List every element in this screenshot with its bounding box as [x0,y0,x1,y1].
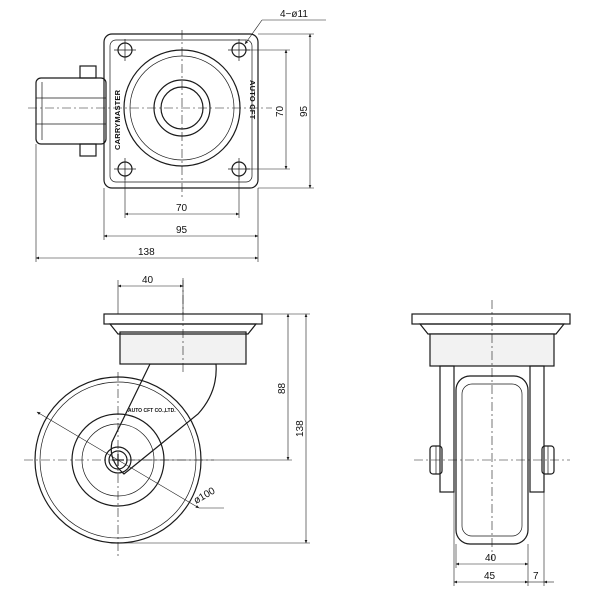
fork-marking: AUTO CFT CO.,LTD. [128,408,176,414]
dim-hub-protrusion: 7 [533,571,539,582]
top-plate [103,33,259,189]
top-view-wheel [35,65,107,157]
front-fork-leg-left [439,365,455,493]
dim-axle-height: 88 [277,382,288,394]
hole-callout: 4−ø11 [280,9,308,20]
dim-offset: 40 [142,275,154,286]
brand-label-right: AUTO CFT [248,80,257,120]
dim-plate-horizontal: 95 [176,225,188,236]
dim-fork-width: 45 [484,571,496,582]
brand-label-left: CARRYMASTER [113,89,122,150]
side-view: AUTO CFT CO.,LTD. 40 88 138 ø100 [24,275,310,556]
dim-overall-length: 138 [138,247,155,258]
dim-wheel-width: 40 [485,553,497,564]
dim-overall-height: 138 [295,420,306,437]
front-view: 40 45 7 [411,300,571,586]
front-fork-leg-right [529,365,545,493]
dim-hole-pitch-vertical: 70 [275,105,286,117]
top-view: CARRYMASTER AUTO CFT 4−ø11 70 95 70 95 1… [28,9,326,262]
front-top-plate [411,313,571,325]
dim-plate-vertical: 95 [299,105,310,117]
dim-hole-pitch-horizontal: 70 [176,203,188,214]
